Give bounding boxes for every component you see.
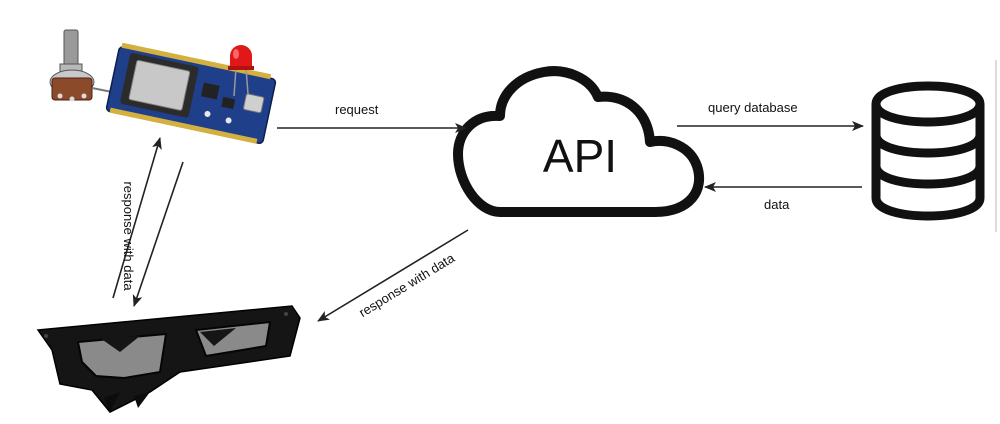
api-node: API: [453, 66, 705, 217]
microcontroller-board-icon: [49, 29, 277, 145]
api-label: API: [543, 130, 617, 182]
arrow-glasses-to-board: [112, 137, 162, 299]
label-response-api-to-glasses: response with data: [356, 250, 458, 320]
label-request: request: [335, 102, 379, 117]
arrow-response-api-to-glasses: [317, 229, 469, 322]
label-query-database: query database: [708, 100, 798, 115]
cloud-icon: [453, 66, 705, 217]
led-icon: [228, 45, 254, 97]
label-data: data: [764, 197, 790, 212]
left-lens: [76, 332, 168, 380]
potentiometer-icon: [49, 29, 113, 102]
arrow-board-to-glasses: [132, 161, 184, 307]
label-response-to-board: response with data: [121, 181, 136, 291]
ar-glasses-icon: [36, 305, 301, 413]
database-icon: [871, 81, 985, 221]
